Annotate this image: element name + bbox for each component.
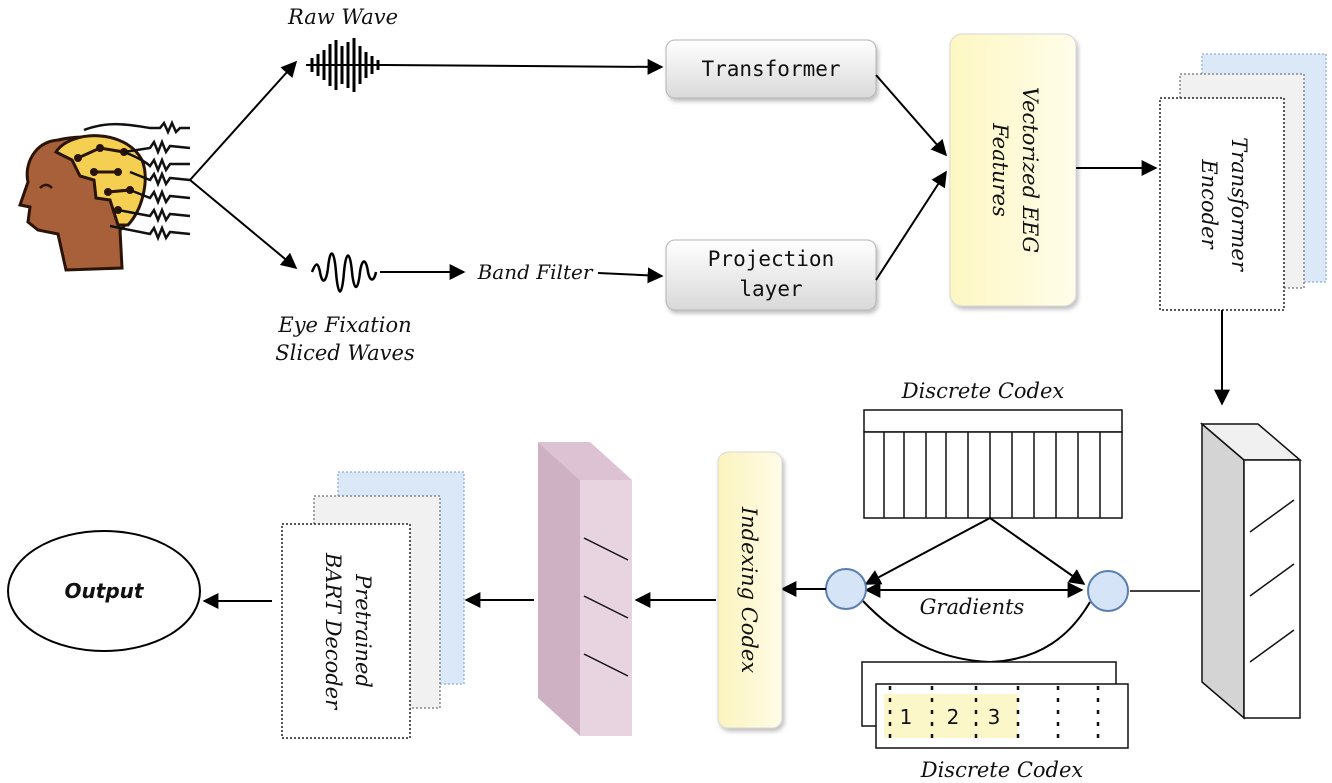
sliced-label-line2: Sliced Waves [275,341,415,365]
raw-wave-label: Raw Wave [287,5,398,29]
output-node: Output [7,530,201,652]
decoder-label-line1: Pretrained [351,573,375,688]
embedding-cuboid [538,442,632,736]
arrow-codex-to-right-node [989,517,1086,585]
indexing-codex-label: Indexing Codex [737,506,761,673]
arrow-raw-to-transformer [383,58,664,75]
projection-label-line1: Projection [708,247,834,271]
transformer-block: Transformer [665,39,877,99]
arrow-codex-to-left-node [864,517,991,585]
features-label-line2: Features [988,122,1012,217]
output-label: Output [65,579,145,603]
transformer-label: Transformer [701,57,840,81]
codex-bottom-table: 1 2 3 [861,661,1129,749]
indexing-codex-block: Indexing Codex [717,451,783,729]
arrow-projection-to-features [875,170,947,281]
codex-bottom-label: Discrete Codex [920,758,1084,782]
projection-label-line2: layer [739,277,802,301]
encoder-output-cuboid [1199,422,1303,720]
codex-top-label: Discrete Codex [901,379,1065,403]
codex-cell-1: 1 [900,705,913,729]
bart-decoder-stack: Pretrained BART Decoder [281,471,465,739]
left-quantize-node [825,568,867,610]
transformer-encoder-stack: Transformer Encoder [1159,53,1327,311]
raw-wave-icon [306,38,384,92]
eeg-head-icon [18,119,191,272]
right-quantize-node [1087,570,1129,612]
arrow-head-to-sliced [189,179,298,270]
features-label-line1: Vectorized EEG [1018,87,1042,253]
arrow-head-to-raw [189,60,298,181]
band-filter-label: Band Filter [477,260,594,284]
decoder-label-line2: BART Decoder [321,552,345,711]
arrow-filter-to-projection [597,267,664,284]
arrow-transformer-to-features [875,74,948,157]
vectorized-features-block: Vectorized EEG Features [949,33,1077,307]
sliced-wave-icon [310,252,378,293]
encoder-label-line1: Transformer [1227,137,1251,273]
codex-top-table [863,409,1123,519]
encoder-label-line2: Encoder [1197,158,1221,250]
codex-cell-3: 3 [988,705,1001,729]
gradients-label: Gradients [920,595,1025,619]
codex-cell-2: 2 [947,705,960,729]
sliced-label-line1: Eye Fixation [277,313,411,337]
projection-layer-block: Projection layer [665,239,877,311]
